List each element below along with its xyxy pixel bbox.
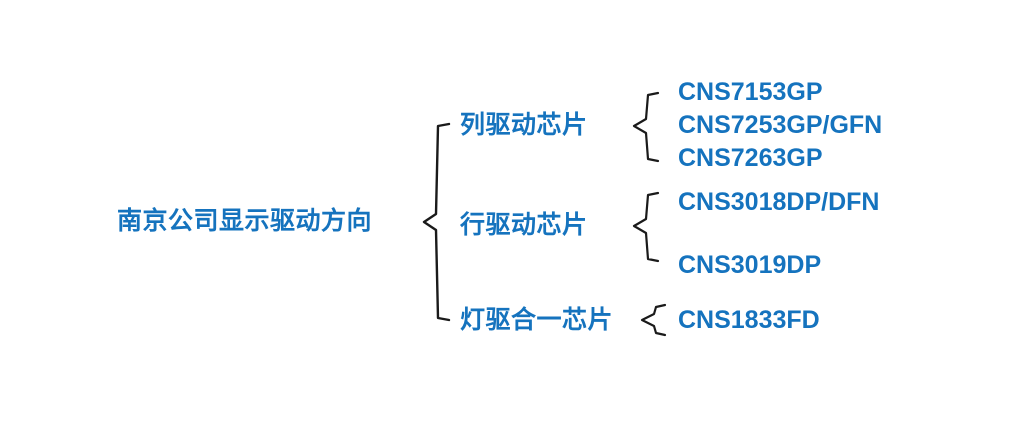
branch-label-row-driver: 行驱动芯片 xyxy=(460,211,588,239)
main-brace xyxy=(422,122,451,322)
leaf-label-cns3018dp-dfn: CNS3018DP/DFN xyxy=(678,188,880,216)
branch-brace-1 xyxy=(632,91,660,163)
branch-brace-3 xyxy=(640,303,667,337)
branch-brace-2 xyxy=(632,191,660,263)
leaf-label-cns1833fd: CNS1833FD xyxy=(678,306,820,334)
root-node-label: 南京公司显示驱动方向 xyxy=(117,207,373,235)
leaf-label-cns3019dp: CNS3019DP xyxy=(678,251,822,279)
branch-label-led-integrated: 灯驱合一芯片 xyxy=(460,306,614,334)
leaf-label-cns7263gp: CNS7263GP xyxy=(678,144,823,172)
leaf-label-cns7253gp-gfn: CNS7253GP/GFN xyxy=(678,111,883,139)
leaf-label-cns7153gp: CNS7153GP xyxy=(678,78,823,106)
branch-label-column-driver: 列驱动芯片 xyxy=(460,111,588,139)
